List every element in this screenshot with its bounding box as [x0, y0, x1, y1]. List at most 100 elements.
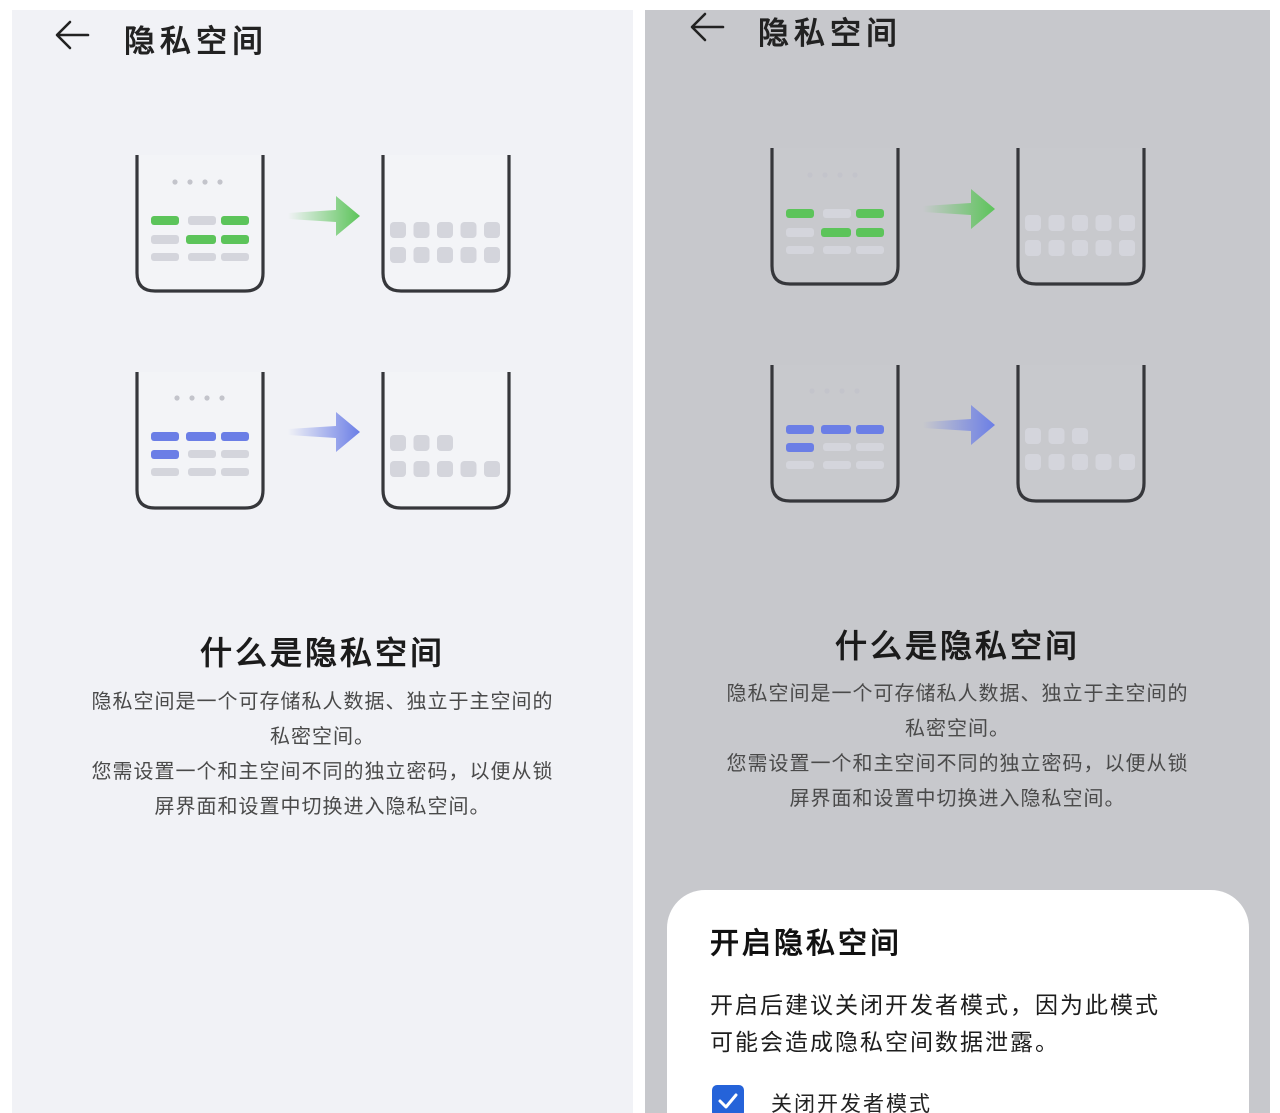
page-dot — [822, 172, 828, 178]
app-icon-placeholder — [1072, 454, 1088, 470]
app-icon-placeholder — [1072, 215, 1088, 231]
disable-developer-mode-label[interactable]: 关闭开发者模式 — [771, 1092, 932, 1113]
app-bar — [221, 253, 249, 261]
app-bar — [151, 432, 179, 441]
app-bar — [856, 209, 884, 218]
page-dot — [839, 388, 845, 394]
app-icon-placeholder — [1025, 428, 1041, 444]
page-dot — [854, 388, 860, 394]
app-icon-placeholder — [1048, 240, 1065, 256]
page-dot — [187, 179, 193, 185]
app-bar — [786, 228, 814, 237]
app-bar — [151, 235, 179, 244]
app-bar — [823, 209, 851, 218]
app-icon-placeholder — [484, 247, 500, 263]
checkmark-icon — [718, 1093, 738, 1109]
arrow-right-icon — [288, 196, 360, 236]
app-bar — [856, 461, 884, 469]
app-bar — [186, 235, 216, 244]
app-bar — [786, 246, 814, 254]
back-arrow-icon[interactable] — [52, 16, 92, 56]
app-icon-placeholder — [1025, 454, 1041, 470]
phone-mockup — [770, 148, 900, 286]
back-arrow-icon[interactable] — [687, 10, 727, 48]
app-icon-placeholder — [1072, 240, 1088, 256]
app-bar — [221, 450, 249, 458]
page-title: 隐私空间 — [758, 16, 902, 52]
intro-description: 隐私空间是一个可存储私人数据、独立于主空间的 私密空间。 您需设置一个和主空间不… — [645, 676, 1270, 816]
app-bar — [188, 253, 216, 261]
app-bar — [821, 425, 851, 434]
app-bar — [856, 425, 884, 434]
intro-line: 隐私空间是一个可存储私人数据、独立于主空间的 — [726, 681, 1189, 705]
dialog-message: 开启后建议关闭开发者模式，因为此模式 可能会造成隐私空间数据泄露。 — [710, 988, 1160, 1062]
app-icon-placeholder — [1025, 240, 1041, 256]
app-bar — [151, 468, 179, 476]
phone-mockup — [135, 372, 265, 510]
page-dot — [837, 172, 843, 178]
app-icon-placeholder — [1119, 215, 1135, 231]
phone-mockup — [1016, 365, 1146, 503]
app-icon-placeholder — [1048, 454, 1065, 470]
intro-line: 隐私空间是一个可存储私人数据、独立于主空间的 — [91, 689, 554, 713]
disable-developer-mode-checkbox[interactable] — [712, 1085, 744, 1113]
phone-mockup — [381, 372, 511, 510]
app-bar — [221, 235, 249, 244]
left-screen: 隐私空间 什么是隐私空间 隐私空间是一个可存储私人数据、独立于主空间的 私密空间… — [12, 10, 633, 1113]
page-dot — [219, 395, 225, 401]
app-bar — [786, 443, 814, 452]
app-bar — [786, 425, 814, 434]
intro-line: 屏界面和设置中切换进入隐私空间。 — [789, 786, 1126, 810]
arrow-right-icon — [923, 189, 995, 229]
app-bar — [786, 461, 814, 469]
page-dot — [174, 395, 180, 401]
app-icon-placeholder — [413, 247, 430, 263]
app-bar — [786, 209, 814, 218]
intro-heading: 什么是隐私空间 — [199, 634, 445, 672]
app-icon-placeholder — [484, 222, 500, 238]
app-bar — [221, 432, 249, 441]
app-icon-placeholder — [1048, 215, 1065, 231]
intro-description: 隐私空间是一个可存储私人数据、独立于主空间的 私密空间。 您需设置一个和主空间不… — [12, 684, 633, 824]
page-dot — [204, 395, 210, 401]
page-title: 隐私空间 — [124, 24, 268, 60]
phone-mockup — [381, 155, 511, 293]
app-bar — [151, 216, 179, 225]
app-bar — [823, 246, 851, 254]
intro-line: 屏界面和设置中切换进入隐私空间。 — [154, 794, 491, 818]
app-icon-placeholder — [460, 461, 477, 477]
page-dot — [172, 179, 178, 185]
app-bar — [823, 461, 851, 469]
app-icon-placeholder — [460, 247, 477, 263]
app-icon-placeholder — [437, 222, 453, 238]
app-icon-placeholder — [1095, 215, 1112, 231]
app-bar — [188, 468, 216, 476]
dialog-title: 开启隐私空间 — [710, 926, 903, 960]
phone-mockup — [135, 155, 265, 293]
app-icon-placeholder — [413, 222, 430, 238]
app-icon-placeholder — [1119, 240, 1135, 256]
page-dot — [189, 395, 195, 401]
app-icon-placeholder — [1025, 215, 1041, 231]
app-icon-placeholder — [437, 247, 453, 263]
page-dot — [809, 388, 815, 394]
intro-line: 私密空间。 — [270, 724, 375, 748]
dialog-message-line: 可能会造成隐私空间数据泄露。 — [710, 1030, 1060, 1056]
app-bar — [823, 443, 851, 451]
page-dot — [202, 179, 208, 185]
app-icon-placeholder — [437, 435, 453, 451]
page-dot — [807, 172, 813, 178]
app-icon-placeholder — [1072, 428, 1088, 444]
app-icon-placeholder — [413, 461, 430, 477]
arrow-right-icon — [288, 412, 360, 452]
app-icon-placeholder — [390, 461, 406, 477]
app-bar — [221, 216, 249, 225]
private-space-illustration — [770, 148, 1146, 503]
enable-private-space-dialog: 开启隐私空间 开启后建议关闭开发者模式，因为此模式 可能会造成隐私空间数据泄露。… — [667, 890, 1249, 1113]
app-icon-placeholder — [460, 222, 477, 238]
app-icon-placeholder — [390, 435, 406, 451]
app-icon-placeholder — [390, 222, 406, 238]
app-bar — [856, 443, 884, 451]
app-icon-placeholder — [1095, 454, 1112, 470]
app-icon-placeholder — [437, 461, 453, 477]
